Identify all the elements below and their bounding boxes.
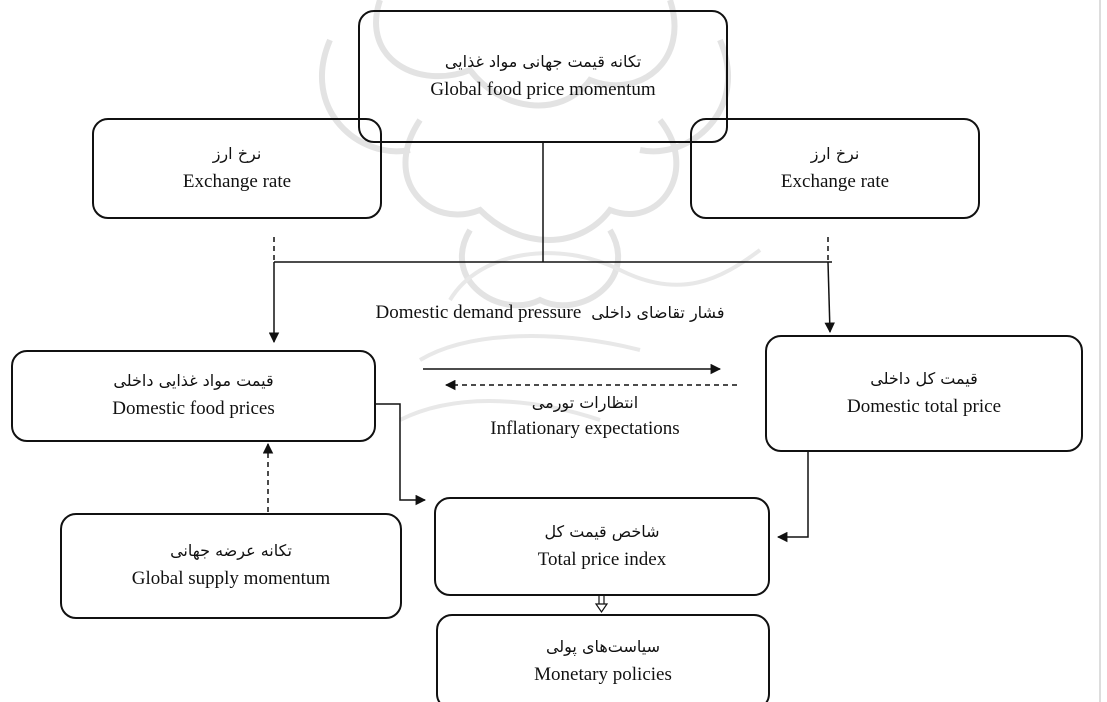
node-label-en: Domestic total price bbox=[846, 395, 1002, 417]
label-inflation-fa: انتظارات تورمی bbox=[531, 393, 639, 412]
node-label-fa: تکانه قیمت جهانی مواد غذایی bbox=[444, 51, 642, 71]
node-global-supply-momentum: تکانه عرضه جهانی Global supply momentum bbox=[60, 513, 402, 619]
edge-index-to-monetary bbox=[594, 596, 609, 614]
node-label-en: Monetary policies bbox=[534, 664, 672, 685]
label-inflationary-expectations: انتظارات تورمی Inflationary expectations bbox=[440, 392, 730, 442]
node-label-en: Exchange rate bbox=[182, 170, 292, 192]
node-label-fa: قیمت مواد غذایی داخلی bbox=[113, 371, 274, 390]
label-demand-en: Domestic demand pressure bbox=[375, 302, 582, 323]
node-global-food-price-momentum: تکانه قیمت جهانی مواد غذایی Global food … bbox=[358, 10, 728, 143]
edge-food-to-index bbox=[375, 403, 427, 506]
node-label-fa: قیمت کل داخلی bbox=[870, 368, 978, 388]
node-domestic-total-price: قیمت کل داخلی Domestic total price bbox=[765, 335, 1083, 452]
edge-to-domestic-total bbox=[824, 261, 835, 334]
node-total-price-index: شاخص قیمت کل Total price index bbox=[434, 497, 770, 596]
node-monetary-policies: سیاست‌های پولی Monetary policies bbox=[436, 614, 770, 702]
node-domestic-food-prices: قیمت مواد غذایی داخلی Domestic food pric… bbox=[11, 350, 376, 442]
node-label-fa: سیاست‌های پولی bbox=[545, 637, 661, 656]
node-label-en: Exchange rate bbox=[780, 170, 890, 192]
label-inflation-en: Inflationary expectations bbox=[490, 418, 680, 439]
node-label-en: Global food price momentum bbox=[430, 78, 656, 100]
node-exchange-rate-right: نرخ ارز Exchange rate bbox=[690, 118, 980, 219]
node-label-fa: تکانه عرضه جهانی bbox=[170, 541, 292, 560]
node-label-en: Global supply momentum bbox=[131, 568, 331, 589]
label-domestic-demand-pressure: Domestic demand pressure فشار تقاضای داخ… bbox=[290, 300, 810, 326]
node-label-fa: شاخص قیمت کل bbox=[544, 521, 660, 541]
node-exchange-rate-left: نرخ ارز Exchange rate bbox=[92, 118, 382, 219]
node-label-en: Total price index bbox=[537, 548, 667, 570]
label-demand-fa: فشار تقاضای داخلی bbox=[591, 303, 725, 322]
node-label-en: Domestic food prices bbox=[112, 398, 275, 419]
node-label-fa: نرخ ارز bbox=[212, 143, 262, 163]
node-label-fa: نرخ ارز bbox=[810, 143, 860, 163]
edge-total-to-index bbox=[776, 450, 838, 543]
